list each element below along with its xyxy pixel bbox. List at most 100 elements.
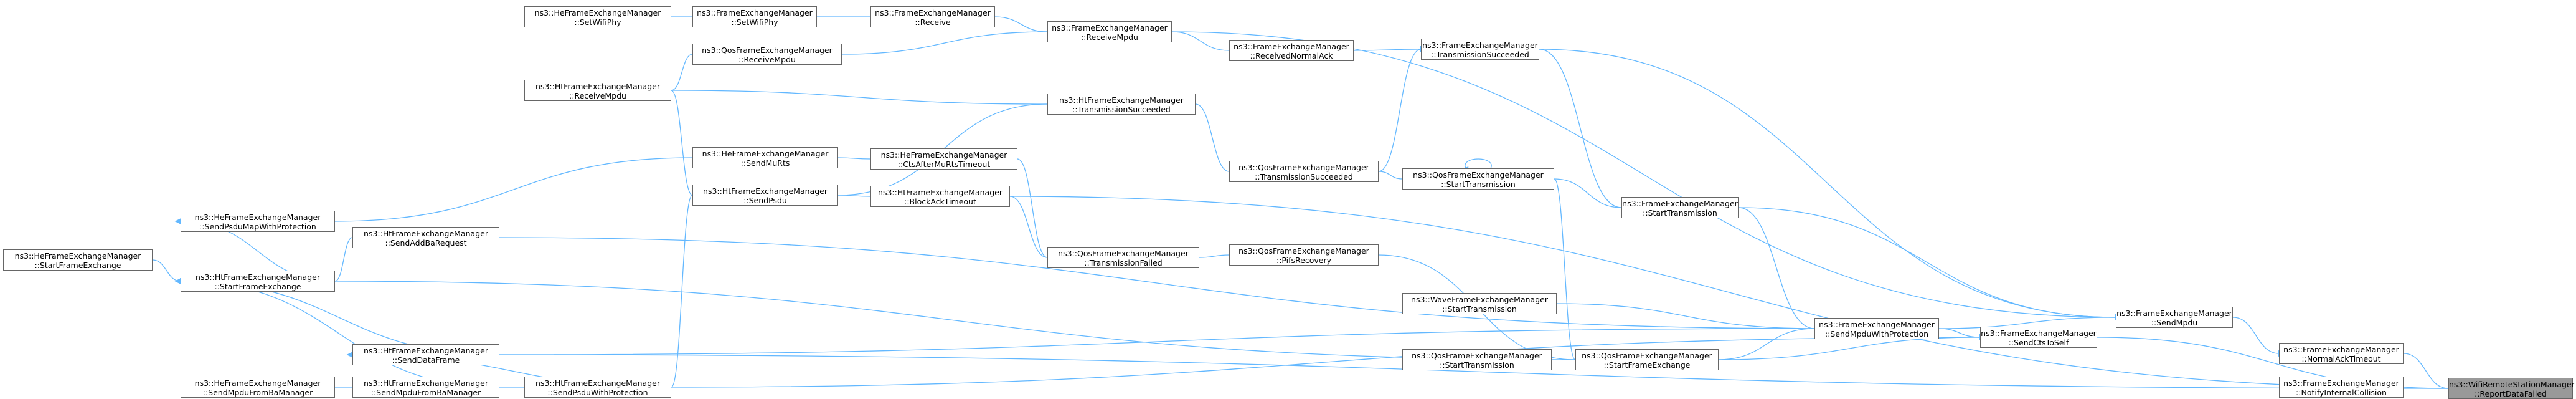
call-edge (1171, 31, 2122, 321)
call-edge (1009, 196, 1054, 261)
node-receive[interactable]: ns3::FrameExchangeManager ::Receive (870, 6, 995, 27)
call-edge (1554, 178, 1582, 363)
call-edge (174, 277, 500, 388)
node-transmissionsucceeded[interactable]: ns3::FrameExchangeManager ::Transmission… (1421, 39, 1539, 60)
call-edge (2232, 317, 2285, 357)
node-htsendmpdufrombamanager[interactable]: ns3::HtFrameExchangeManager ::SendMpduFr… (352, 377, 499, 398)
call-edge (1378, 46, 1427, 172)
node-line1: ns3::FrameExchangeManager (2116, 309, 2232, 318)
node-line2: ::SetWifiPhy (574, 17, 621, 27)
node-setwifiphy[interactable]: ns3::FrameExchangeManager ::SetWifiPhy (692, 6, 817, 27)
node-line1: ns3::QosFrameExchangeManager (1412, 351, 1542, 360)
node-httransmissionsucceeded[interactable]: ns3::HtFrameExchangeManager ::Transmissi… (1047, 94, 1196, 115)
node-line2: ::SendMpduFromBaManager (202, 388, 313, 397)
node-line1: ns3::WaveFrameExchangeManager (1411, 295, 1548, 304)
node-starttransmission[interactable]: ns3::FrameExchangeManager ::StartTransmi… (1621, 197, 1739, 218)
node-line1: ns3::FrameExchangeManager (1981, 329, 2097, 338)
node-normalacktimeout[interactable]: ns3::FrameExchangeManager ::NormalAckTim… (2279, 343, 2404, 364)
node-line2: ::Receive (915, 17, 951, 27)
node-line2: ::NotifyInternalCollision (2296, 388, 2387, 397)
call-edge (499, 325, 1821, 355)
node-sendmpdu[interactable]: ns3::FrameExchangeManager ::SendMpdu (2116, 307, 2233, 328)
node-line2: ::ReceiveMpdu (569, 91, 626, 100)
node-htblockacktimeout[interactable]: ns3::HtFrameExchangeManager ::BlockAckTi… (870, 186, 1010, 207)
call-edge (837, 155, 877, 163)
node-line1: ns3::QosFrameExchangeManager (1058, 249, 1189, 258)
call-edge (1171, 31, 1235, 54)
node-htreceivempdu[interactable]: ns3::HtFrameExchangeManager ::ReceiveMpd… (524, 80, 671, 101)
call-edge (499, 237, 1821, 332)
node-line2: ::ReceiveMpdu (738, 55, 796, 64)
node-reportdatafailed: ns3::WifiRemoteStationManager ::ReportDa… (2448, 378, 2575, 399)
node-line2: ::SendMpdu (2151, 318, 2198, 327)
node-line1: ns3::FrameExchangeManager (875, 8, 991, 17)
node-wavestarttransmission[interactable]: ns3::WaveFrameExchangeManager ::StartTra… (1402, 293, 1557, 314)
call-edge (1554, 178, 1628, 211)
node-hesendpsdumapwithprotection[interactable]: ns3::HeFrameExchangeManager ::SendPsduMa… (181, 211, 335, 232)
node-line1: ns3::HtFrameExchangeManager (1059, 95, 1184, 105)
call-edge (1353, 46, 1427, 53)
node-line1: ns3::HtFrameExchangeManager (196, 272, 320, 282)
node-line1: ns3::QosFrameExchangeManager (1238, 246, 1369, 256)
node-qosstarttransmission-2[interactable]: ns3::QosFrameExchangeManager ::StartTran… (1402, 349, 1552, 370)
call-edge (1539, 49, 2122, 321)
node-htsendpsdu[interactable]: ns3::HtFrameExchangeManager ::SendPsdu (692, 185, 838, 206)
call-edge (1738, 207, 2122, 321)
node-sendctstoself[interactable]: ns3::FrameExchangeManager ::SendCtsToSel… (1980, 327, 2097, 348)
call-edge (1938, 328, 1986, 341)
call-edge (1556, 303, 1821, 332)
node-line1: ns3::HtFrameExchangeManager (703, 186, 828, 196)
node-line1: ns3::HtFrameExchangeManager (878, 188, 1003, 197)
node-line1: ns3::FrameExchangeManager (1422, 41, 1538, 50)
node-notifyinternalcollision[interactable]: ns3::FrameExchangeManager ::NotifyIntern… (2279, 377, 2404, 398)
node-line1: ns3::FrameExchangeManager (1234, 42, 1349, 51)
node-receivednormalack[interactable]: ns3::FrameExchangeManager ::ReceivedNorm… (1229, 40, 1354, 61)
node-qostransmissionsucceeded[interactable]: ns3::QosFrameExchangeManager ::Transmiss… (1229, 161, 1379, 182)
node-htsendpsduwithprotection[interactable]: ns3::HtFrameExchangeManager ::SendPsduWi… (524, 377, 671, 398)
node-qospifsrecovery[interactable]: ns3::QosFrameExchangeManager ::PifsRecov… (1229, 244, 1379, 266)
node-htstartframeexchange[interactable]: ns3::HtFrameExchangeManager ::StartFrame… (181, 271, 335, 292)
node-line2: ::TransmissionSucceeded (1072, 105, 1171, 114)
call-edge (152, 259, 187, 285)
node-line1: ns3::HeFrameExchangeManager (194, 213, 321, 222)
node-hesendmpdufrombamanager[interactable]: ns3::HeFrameExchangeManager ::SendMpduFr… (181, 377, 335, 398)
node-qosreceivempdu[interactable]: ns3::QosFrameExchangeManager ::ReceiveMp… (692, 44, 842, 65)
node-line2: ::StartFrameExchange (1603, 360, 1691, 370)
call-edge (671, 334, 1986, 388)
node-hesetwifiphy[interactable]: ns3::HeFrameExchangeManager ::SetWifiPhy (524, 6, 671, 27)
node-hectsaftermurtstimeout[interactable]: ns3::HeFrameExchangeManager ::CtsAfterMu… (870, 148, 1017, 170)
call-edge (1539, 49, 1628, 211)
node-qostransmissionfailed[interactable]: ns3::QosFrameExchangeManager ::Transmiss… (1047, 247, 1199, 268)
node-line2: ::NormalAckTimeout (2301, 354, 2381, 363)
node-line2: ::SendAddBaRequest (385, 238, 467, 248)
node-line2: ::SetWifiPhy (731, 17, 778, 27)
node-line2: ::SendCtsToSelf (2008, 338, 2069, 347)
node-line2: ::ReportDataFailed (2475, 389, 2547, 398)
node-line2: ::StartFrameExchange (34, 261, 121, 270)
node-line2: ::StartTransmission (1643, 208, 1717, 218)
call-edge (671, 191, 699, 388)
node-line2: ::SendPsduWithProtection (547, 388, 648, 397)
node-line1: ns3::HtFrameExchangeManager (535, 378, 660, 388)
node-hesendmurts[interactable]: ns3::HeFrameExchangeManager ::SendMuRts (692, 147, 838, 168)
node-line1: ns3::QosFrameExchangeManager (1238, 163, 1369, 172)
node-line2: ::ReceivedNormalAck (1250, 51, 1333, 60)
node-line1: ns3::HeFrameExchangeManager (880, 150, 1007, 160)
call-edge (1738, 207, 1821, 332)
node-htsendaddbarequest[interactable]: ns3::HtFrameExchangeManager ::SendAddBaR… (352, 227, 499, 248)
node-receivempdu[interactable]: ns3::FrameExchangeManager ::ReceiveMpdu (1047, 21, 1172, 42)
call-edge (1718, 334, 1986, 360)
node-line2: ::StartTransmission (1442, 304, 1517, 314)
node-line2: ::SendPsduMapWithProtection (199, 222, 316, 231)
node-hestartframeexchange[interactable]: ns3::HeFrameExchangeManager ::StartFrame… (3, 249, 153, 271)
call-edge (841, 28, 1054, 55)
node-htsenddataframe[interactable]: ns3::HtFrameExchangeManager ::SendDataFr… (352, 344, 499, 365)
node-line1: ns3::HeFrameExchangeManager (194, 378, 321, 388)
node-line2: ::TransmissionSucceeded (1431, 50, 1529, 59)
node-sendmpduwithprotection[interactable]: ns3::FrameExchangeManager ::SendMpduWith… (1814, 318, 1939, 339)
node-line2: ::ReceiveMpdu (1081, 32, 1138, 42)
node-qosstartframeexchange[interactable]: ns3::QosFrameExchangeManager ::StartFram… (1575, 349, 1719, 370)
node-line1: ns3::QosFrameExchangeManager (1413, 170, 1544, 180)
node-qosstarttransmission[interactable]: ns3::QosFrameExchangeManager ::StartTran… (1402, 168, 1554, 190)
